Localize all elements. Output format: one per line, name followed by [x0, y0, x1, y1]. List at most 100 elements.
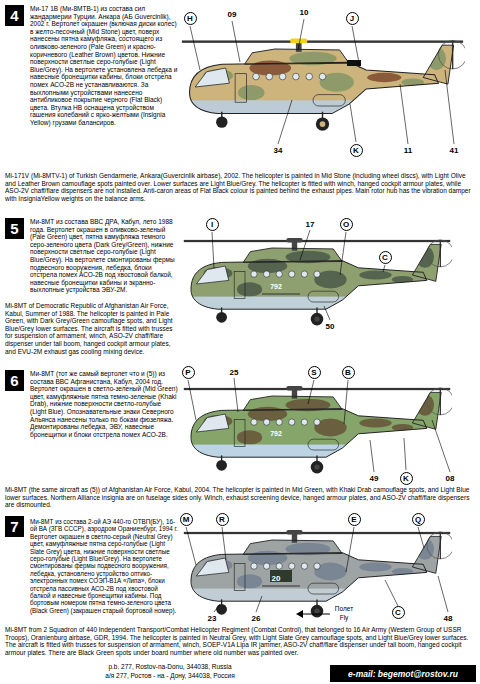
weapon-trusses	[262, 294, 300, 586]
label-text: а/я 277, Ростов - на - Дону, 344038, Рос…	[105, 672, 234, 679]
description-text: Ми-8МТ (тот же самый вертолет что и (5))…	[30, 370, 178, 438]
flight-direction-arrow	[296, 610, 330, 618]
callout-number: 26	[252, 614, 261, 623]
callout-letter: H	[184, 12, 197, 25]
callout-number: 09	[228, 10, 237, 19]
label-text: 48	[444, 614, 453, 623]
label-text: 11	[404, 146, 412, 155]
label-text: 09	[228, 10, 237, 19]
callout-letter-text: J	[350, 14, 354, 23]
label-text: 792	[270, 283, 282, 290]
callout-letter: C	[379, 251, 392, 264]
callout-letter-text: C	[382, 253, 388, 262]
callout-number: 25	[230, 368, 239, 377]
description-text-line: Ми-8МТ из состава 2-ой АЭ 440-го ОТВП(БУ…	[30, 518, 178, 614]
label-text: 50	[326, 322, 335, 331]
callout-number: Fly	[340, 614, 349, 622]
painted-over-patch	[270, 570, 292, 582]
callout-number: 792	[270, 283, 282, 291]
section-number-text: 7	[10, 518, 18, 535]
callout-number: p.b. 277, Rostov-na-Donu, 344038, Russia	[108, 663, 231, 671]
section-number: 4	[5, 5, 24, 26]
description-text-line: Ми-8МТ (тот же самый вертолет что и (5))…	[30, 370, 178, 438]
description-text: Mi-8MT from 2 Squadron of 440 Independen…	[5, 626, 475, 656]
callout-letter-text: S	[311, 368, 316, 377]
description-text-line: Ми-17 1В (Ми-8МТВ-1) из состава сил жанд…	[30, 5, 177, 126]
callout-number: 08	[446, 474, 455, 483]
callout-number: Полет	[335, 605, 353, 613]
label-text: 34	[274, 146, 283, 155]
callout-number: 11	[404, 146, 412, 155]
label-text: 792	[270, 430, 282, 437]
section-number-text: 5	[10, 220, 18, 237]
callout-number: 34	[274, 146, 283, 155]
callout-number: 49	[370, 474, 379, 483]
callout-letter: R	[216, 513, 229, 526]
callout-letter: K	[400, 472, 413, 485]
callout-letter-text: K	[353, 146, 359, 155]
callout-letter: M	[180, 513, 193, 526]
section-number: 5	[5, 218, 24, 239]
callout-letter-text: R	[219, 515, 225, 524]
helicopter-profile	[180, 30, 467, 621]
section-number: 6	[5, 370, 24, 391]
section-number: 7	[5, 516, 24, 537]
callout-number: 20	[272, 574, 281, 583]
callout-number: 792	[270, 430, 282, 438]
callout-number: 17	[306, 220, 315, 229]
label-text: 17	[306, 220, 315, 229]
callout-letter: O	[340, 218, 353, 231]
description-text: Mi-8MT of Democratic Republic of Afghani…	[5, 302, 177, 355]
callout-letter-text: C	[395, 608, 401, 617]
callout-letter-text: E	[351, 515, 356, 524]
description-text-line: Mi-8MT (the same aircraft as (5)) of Afg…	[5, 486, 469, 508]
callout-letter: S	[308, 366, 321, 379]
callout-letter-text: O	[343, 220, 349, 229]
callout-letter: I	[206, 218, 219, 231]
label-text: 25	[230, 368, 239, 377]
callout-letter-text: P	[185, 368, 190, 377]
callout-letter-text: I	[211, 220, 213, 229]
callout-number: 48	[444, 614, 453, 623]
callout-letter: B	[342, 366, 355, 379]
description-text-line: Mi-8MT from 2 Squadron of 440 Independen…	[5, 626, 468, 656]
callout-number: а/я 277, Ростов - на - Дону, 344038, Рос…	[105, 672, 234, 680]
callout-letter: K	[350, 144, 363, 157]
callout-number: 23	[208, 614, 217, 623]
callout-letter: J	[346, 12, 359, 25]
leader-lines	[186, 19, 454, 612]
label-text: 23	[208, 614, 217, 623]
callout-letter: P	[182, 366, 195, 379]
callout-letter: E	[348, 513, 361, 526]
section-number-text: 6	[10, 372, 18, 389]
callout-letter-text: H	[187, 14, 193, 23]
label-text: 08	[446, 474, 455, 483]
label-text: 26	[252, 614, 261, 623]
description-text-line: Mi-8MT of Democratic Republic of Afghani…	[5, 302, 173, 355]
email-text: e-mail: begemot@rostov.ru	[348, 669, 458, 679]
description-text: Ми-8МТ из состава ВВС ДРА, Кабул, лето 1…	[30, 218, 178, 294]
callout-letter-text: K	[403, 474, 409, 483]
label-text: Fly	[340, 614, 349, 621]
description-text: Mi-8MT (the same aircraft as (5)) of Afg…	[5, 486, 475, 509]
callout-letter: Q	[412, 513, 425, 526]
label-text: p.b. 277, Rostov-na-Donu, 344038, Russia	[108, 663, 231, 670]
callout-number: 41	[450, 146, 459, 155]
description-text: Ми-8МТ из состава 2-ой АЭ 440-го ОТВП(БУ…	[30, 518, 178, 614]
description-text-line: Mi-171V (Mi-8MTV-1) of Turkish Gendarmer…	[5, 172, 471, 202]
label-text: 20	[272, 574, 281, 583]
label-text: 41	[450, 146, 459, 155]
callout-letter-text: M	[183, 515, 190, 524]
email-box: e-mail: begemot@rostov.ru	[330, 665, 476, 682]
label-text: 10	[300, 8, 309, 17]
callout-letter-text: Q	[415, 515, 421, 524]
section-number-text: 4	[10, 7, 18, 24]
callout-number: 10	[300, 8, 309, 17]
description-text-line: Ми-8МТ из состава ВВС ДРА, Кабул, лето 1…	[30, 218, 175, 293]
callout-letter: C	[392, 606, 405, 619]
description-text: Ми-17 1В (Ми-8МТВ-1) из состава сил жанд…	[30, 5, 178, 127]
label-text: Полет	[335, 605, 353, 612]
description-text: Mi-171V (Mi-8MTV-1) of Turkish Gendarmer…	[5, 172, 475, 202]
callout-letter-text: B	[345, 368, 351, 377]
label-text: 49	[370, 474, 379, 483]
